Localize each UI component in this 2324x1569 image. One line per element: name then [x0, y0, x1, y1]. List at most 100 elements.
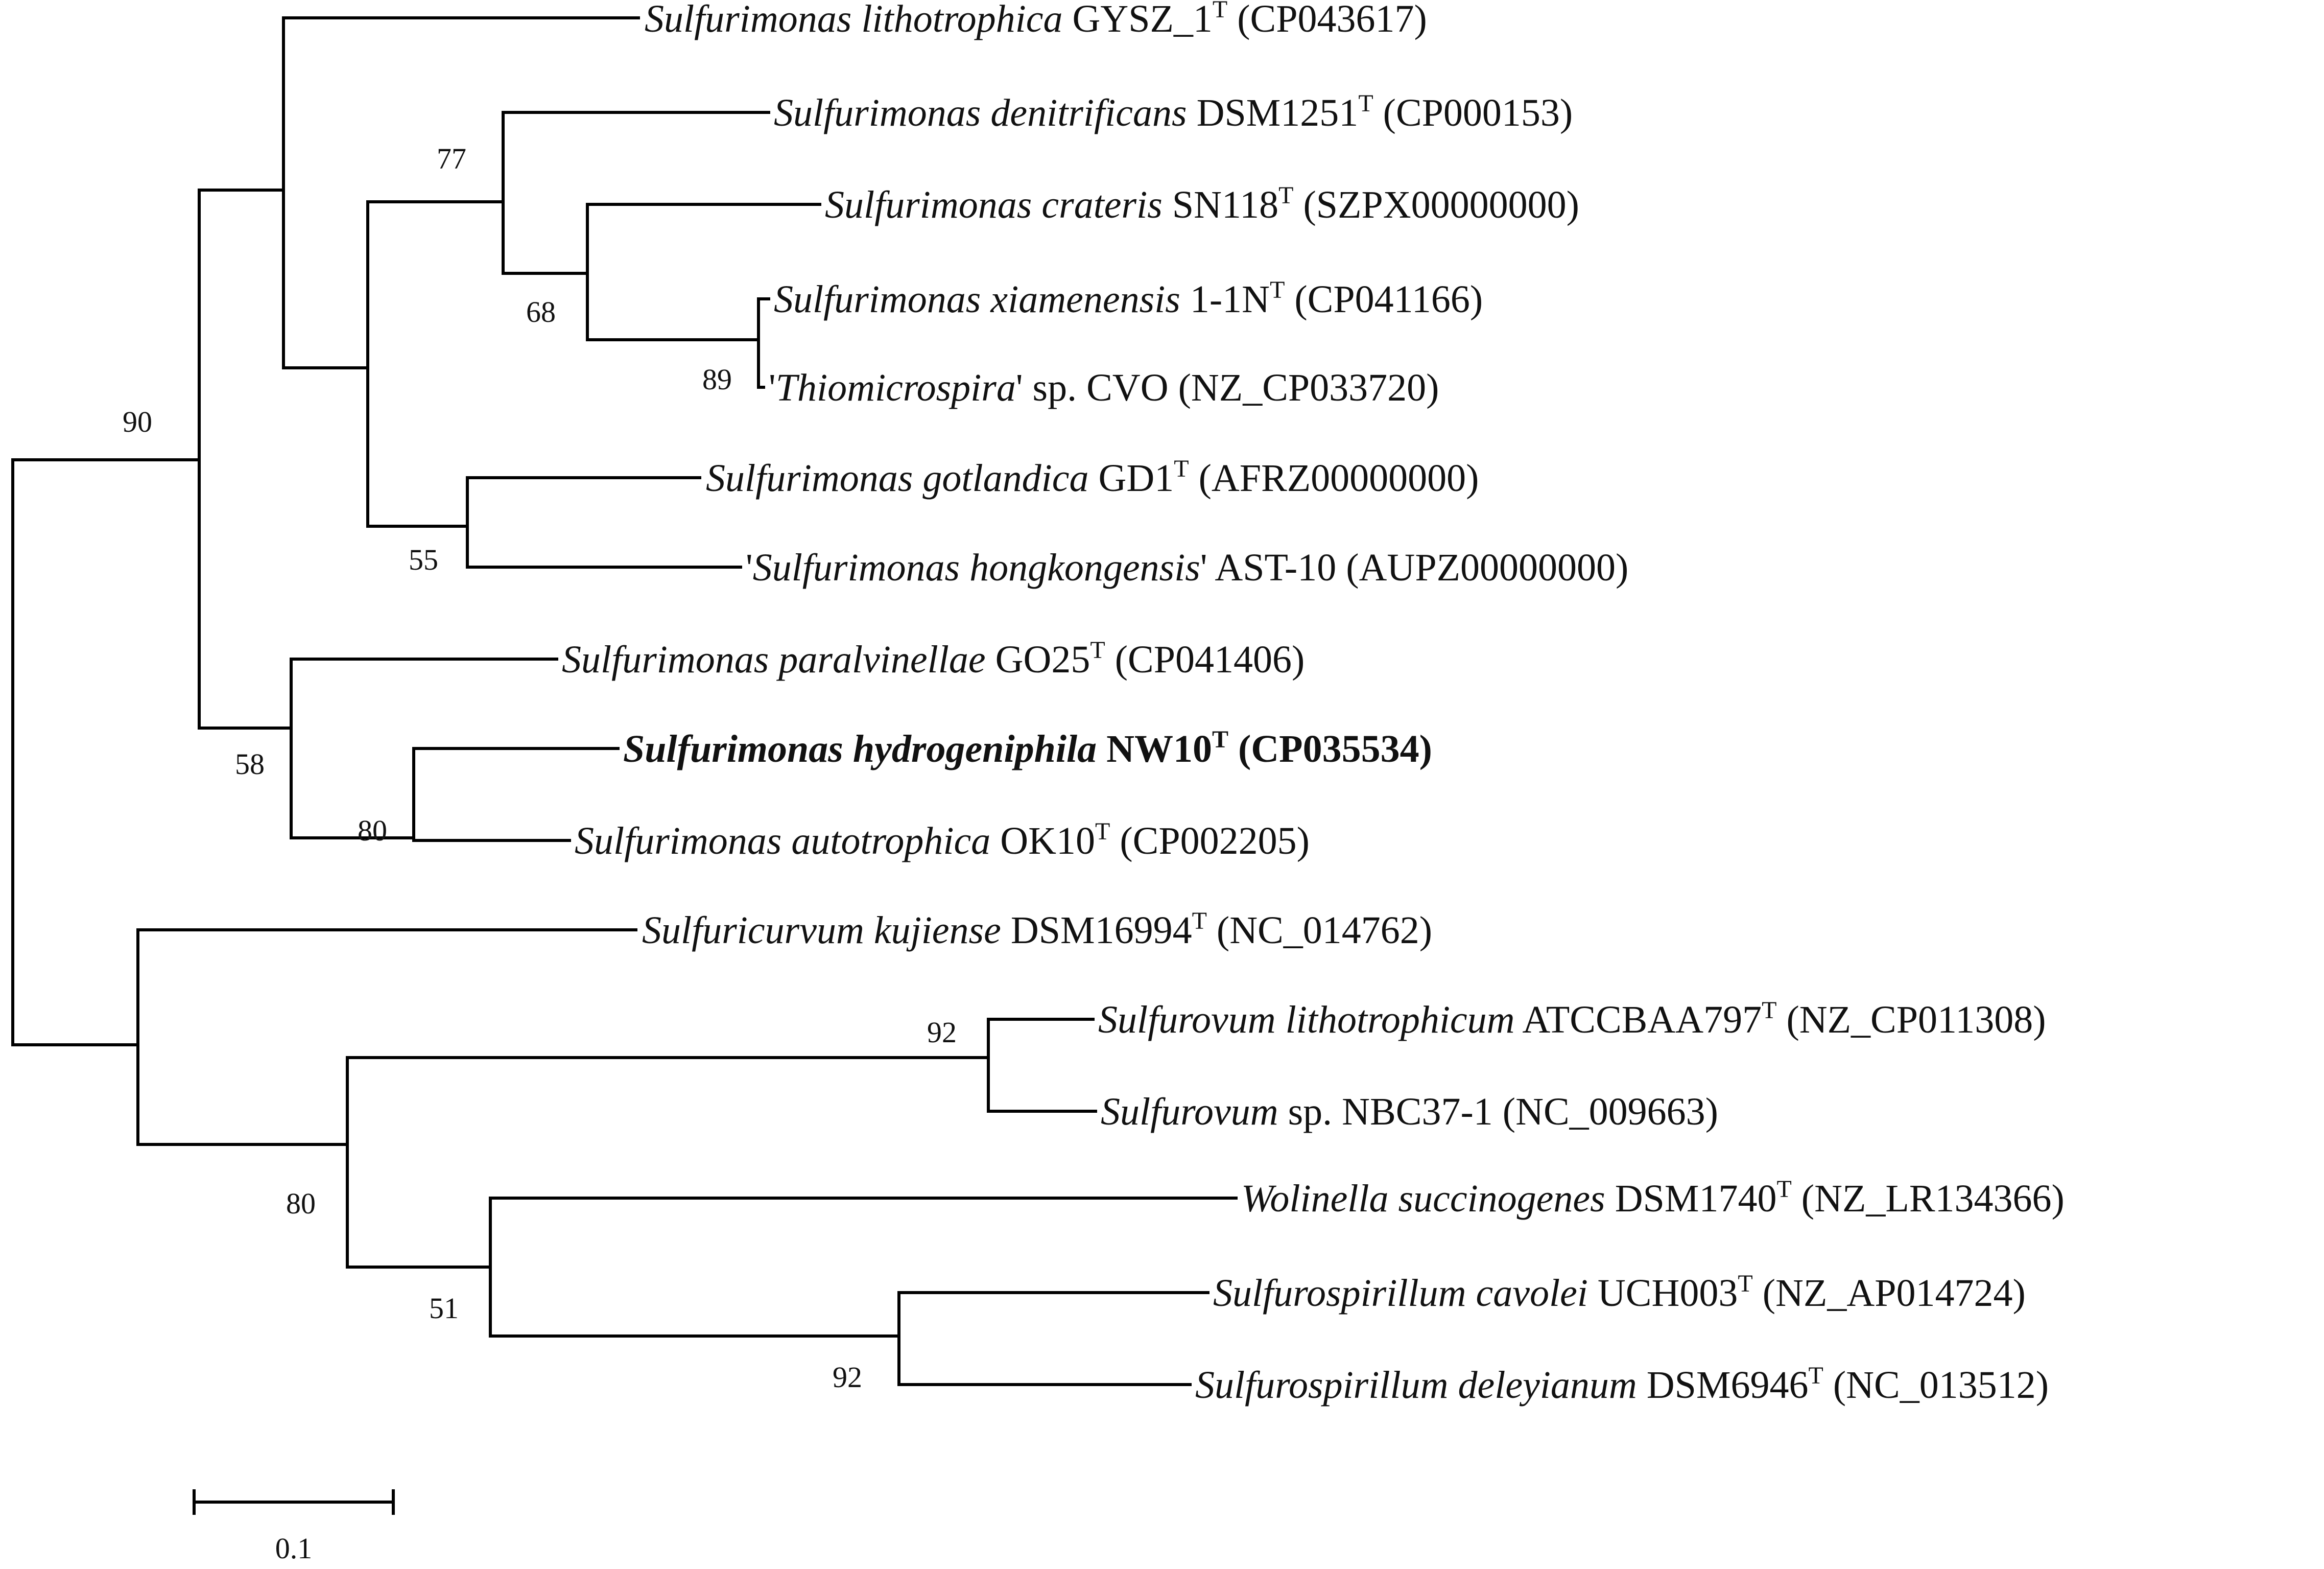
taxon-label-part: DSM16994: [1001, 909, 1192, 952]
bootstrap-value: 92: [833, 1361, 862, 1394]
branch-node-xiamenensis-group: [757, 297, 770, 389]
taxon-name-italic: Sulfurimonas hongkongensis: [753, 546, 1200, 589]
taxon-label: Wolinella succinogenes DSM1740T (NZ_LR13…: [1241, 1176, 2065, 1220]
taxon-label: Sulfurimonas lithotrophica GYSZ_1T (CP04…: [645, 0, 1427, 40]
scale-bar-label: 0.1: [275, 1532, 313, 1565]
taxon-label: Sulfurimonas gotlandica GD1T (AFRZ000000…: [706, 455, 1479, 500]
type-strain-superscript: T: [1358, 90, 1373, 117]
scale-bar: 0.1: [193, 1489, 395, 1565]
type-strain-superscript: T: [1738, 1270, 1752, 1297]
root-branch: [11, 458, 201, 1046]
taxon-label: Sulfurimonas denitrificans DSM1251T (CP0…: [774, 90, 1573, 134]
branch-node-main-subclade: [366, 200, 505, 528]
taxon-label-part: ': [746, 546, 753, 589]
taxon-label-part: GYSZ_1: [1062, 0, 1212, 40]
bootstrap-value: 55: [409, 543, 438, 576]
taxon-label: Sulfuricurvum kujiense DSM16994T (NC_014…: [642, 907, 1432, 952]
taxon-name-italic: Sulfurimonas paralvinellae: [562, 638, 986, 681]
branch-node-denitrificans-group: [502, 111, 770, 275]
taxon-name-italic: Sulfurimonas autotrophica: [575, 819, 990, 862]
taxon-label-part: (NZ_LR134366): [1792, 1177, 2065, 1220]
taxon-label: Sulfurovum sp. NBC37-1 (NC_009663): [1101, 1090, 1718, 1133]
branch-node-gotlandica-group: [466, 476, 742, 569]
taxon-label: Sulfurimonas crateris SN118T (SZPX000000…: [825, 182, 1579, 226]
taxon-label-part: (CP043617): [1227, 0, 1427, 40]
taxon-label: Sulfurimonas autotrophica OK10T (CP00220…: [575, 818, 1310, 862]
taxon-label-part: (AFRZ00000000): [1189, 457, 1479, 500]
taxon-label-part: ': [769, 366, 776, 409]
taxon-label-part: SN118: [1163, 183, 1278, 226]
type-strain-superscript: T: [1809, 1362, 1823, 1389]
type-strain-superscript: T: [1270, 276, 1285, 303]
taxon-label-part: 1-1N: [1180, 278, 1270, 321]
taxon-name-italic: Sulfurimonas xiamenensis: [774, 278, 1180, 321]
type-strain-superscript: T: [1090, 637, 1105, 664]
type-strain-superscript: T: [1192, 907, 1207, 934]
branch-node-sulfurovum: [987, 1018, 1097, 1113]
branch-node-sulfurimonas-upper: [282, 16, 640, 369]
bootstrap-value: 77: [437, 142, 466, 175]
taxon-label-part: UCH003: [1588, 1272, 1738, 1315]
taxon-label-highlighted: Sulfurimonas hydrogeniphila NW10T (CP035…: [623, 726, 1432, 770]
branch-node-hydrogeniphila-group: [412, 747, 620, 842]
taxon-name-italic: Sulfurimonas hydrogeniphila: [623, 728, 1097, 770]
type-strain-superscript: T: [1212, 726, 1228, 753]
branch-node-paralvinellae-group: [290, 658, 558, 839]
taxon-name-italic: Sulfuricurvum kujiense: [642, 909, 1001, 952]
taxon-name-italic: Sulfurimonas lithotrophica: [645, 0, 1062, 40]
taxon-label-part: (NZ_AP014724): [1753, 1272, 2026, 1315]
taxon-label-part: ATCCBAA797: [1515, 998, 1762, 1041]
taxon-label-part: (CP041406): [1105, 638, 1305, 681]
taxon-label-part: (CP041166): [1285, 278, 1483, 321]
taxon-label-part: DSM6946: [1637, 1364, 1809, 1407]
branch-node-sulfurimonas-core: [198, 189, 293, 730]
bootstrap-values: 77 68 89 90 55 58 80 92 80 51 92: [123, 142, 957, 1394]
taxon-name-italic: Sulfurimonas gotlandica: [706, 457, 1088, 500]
taxon-label: Sulfurovum lithotrophicum ATCCBAA797T (N…: [1098, 997, 2046, 1041]
taxon-label: Sulfurospirillum deleyianum DSM6946T (NC…: [1195, 1362, 2049, 1407]
bootstrap-value: 51: [429, 1292, 459, 1325]
taxon-label: 'Thiomicrospira' sp. CVO (NZ_CP033720): [769, 366, 1439, 409]
bootstrap-value: 68: [526, 295, 556, 329]
bootstrap-value: 92: [927, 1016, 957, 1049]
taxon-label-part: NW10: [1097, 728, 1212, 770]
taxon-label-part: (CP002205): [1110, 819, 1310, 862]
branch-node-outgroup-upper: [136, 928, 637, 1146]
branch-node-crateris-group: [586, 203, 821, 341]
type-strain-superscript: T: [1213, 0, 1227, 23]
taxon-label: Sulfurimonas paralvinellae GO25T (CP0414…: [562, 637, 1305, 681]
taxon-name-italic: Wolinella succinogenes: [1241, 1177, 1605, 1220]
tree-branches: [11, 16, 1238, 1386]
taxon-label: 'Sulfurimonas hongkongensis' AST-10 (AUP…: [746, 546, 1628, 589]
taxon-name-italic: Sulfurovum lithotrophicum: [1098, 998, 1515, 1041]
branch-node-wolinella-group: [489, 1197, 1238, 1338]
taxon-label-part: ' AST-10 (AUPZ00000000): [1200, 546, 1629, 589]
taxon-label-part: sp. NBC37-1 (NC_009663): [1278, 1090, 1718, 1133]
type-strain-superscript: T: [1762, 997, 1776, 1024]
taxon-label-part: OK10: [990, 819, 1095, 862]
taxon-label-part: (NC_014762): [1207, 909, 1432, 952]
taxon-label-part: (CP000153): [1373, 91, 1573, 134]
bootstrap-value: 80: [286, 1187, 316, 1220]
type-strain-superscript: T: [1174, 455, 1189, 482]
taxon-label-part: (SZPX00000000): [1293, 183, 1579, 226]
taxon-label-part: (NC_013512): [1823, 1364, 2049, 1407]
taxon-name-italic: Thiomicrospira: [776, 366, 1016, 409]
taxon-label-part: DSM1740: [1605, 1177, 1777, 1220]
taxon-labels: Sulfurimonas lithotrophica GYSZ_1T (CP04…: [562, 0, 2065, 1407]
taxon-name-italic: Sulfurimonas denitrificans: [774, 91, 1187, 134]
scale-bar-line: [193, 1489, 395, 1515]
taxon-name-italic: Sulfurimonas crateris: [825, 183, 1163, 226]
bootstrap-value: 89: [702, 363, 732, 396]
taxon-label-part: ' sp. CVO (NZ_CP033720): [1016, 366, 1439, 409]
taxon-name-italic: Sulfurospirillum cavolei: [1213, 1272, 1588, 1315]
bootstrap-value: 80: [358, 814, 387, 847]
taxon-label-part: DSM1251: [1187, 91, 1359, 134]
branch-node-outgroup-clade: [346, 1056, 990, 1269]
type-strain-superscript: T: [1776, 1176, 1791, 1203]
type-strain-superscript: T: [1095, 818, 1110, 845]
taxon-name-italic: Sulfurovum: [1101, 1090, 1278, 1133]
branch-node-sulfurospirillum: [897, 1291, 1210, 1386]
taxon-label: Sulfurimonas xiamenensis 1-1NT (CP041166…: [774, 276, 1483, 321]
